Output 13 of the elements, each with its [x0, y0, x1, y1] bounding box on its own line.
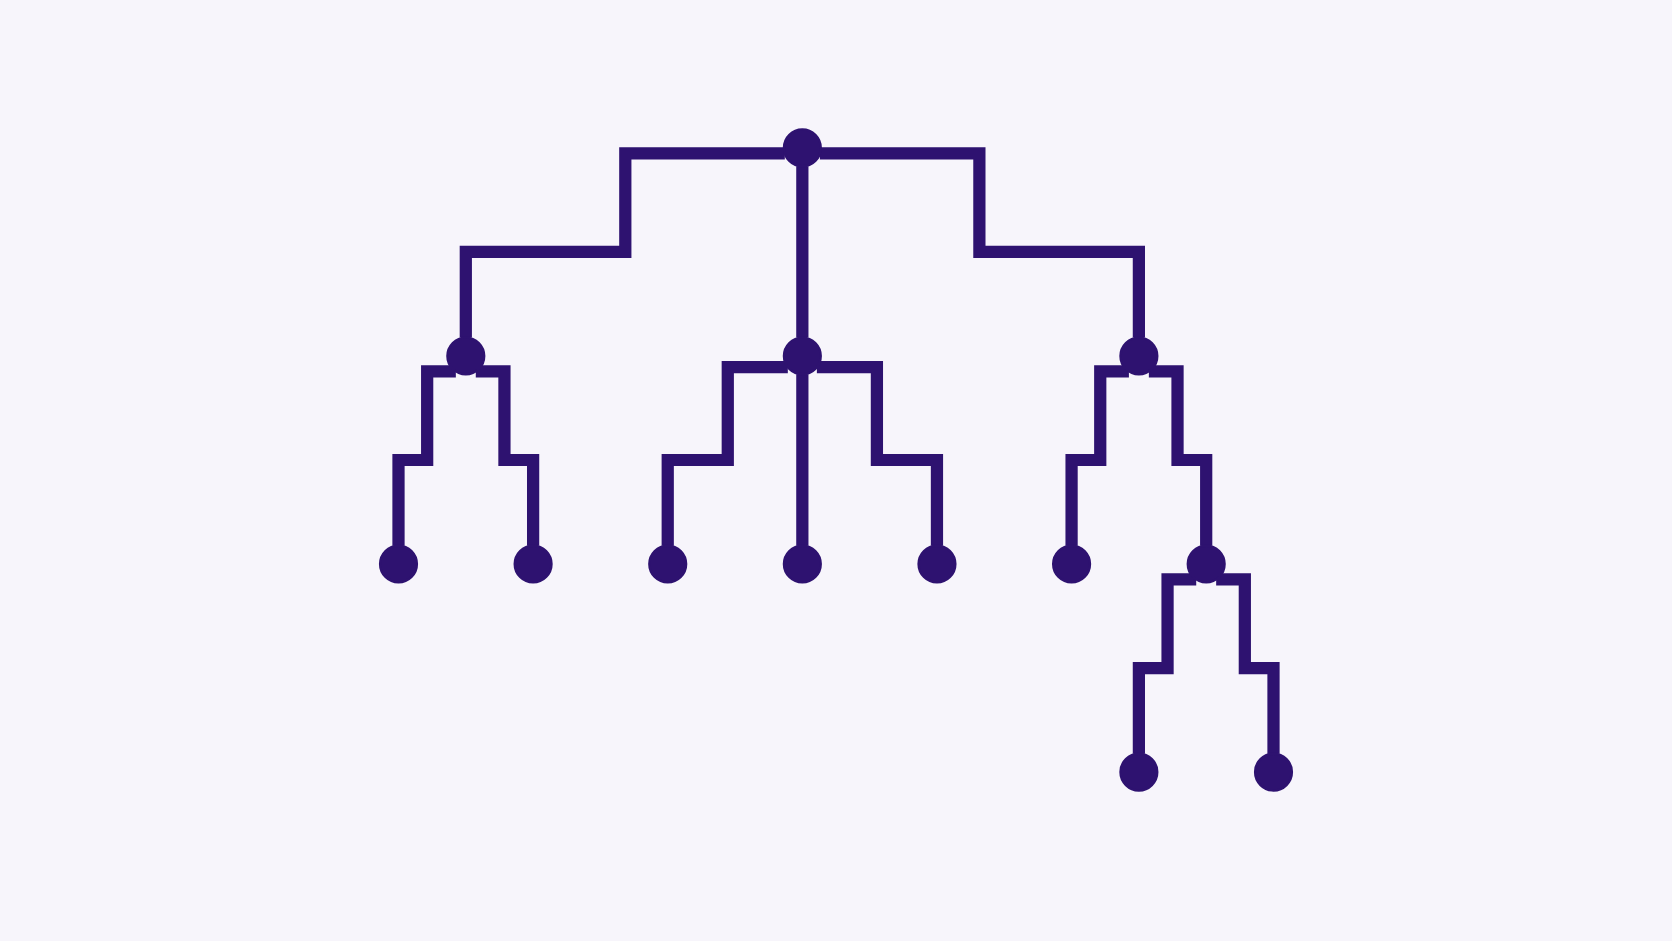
- node-circle: [1186, 544, 1226, 584]
- node-circle: [648, 544, 688, 584]
- node-circle: [1253, 752, 1294, 792]
- node-circle: [1119, 336, 1159, 376]
- node-circle: [917, 544, 957, 584]
- node-circle: [1052, 544, 1092, 584]
- node-circle: [782, 336, 822, 376]
- node-circle: [782, 544, 822, 584]
- node-circle: [782, 128, 822, 168]
- node-circle: [1119, 752, 1159, 792]
- node-circle: [513, 544, 553, 584]
- node-circle: [446, 336, 486, 376]
- node-circle: [378, 544, 419, 584]
